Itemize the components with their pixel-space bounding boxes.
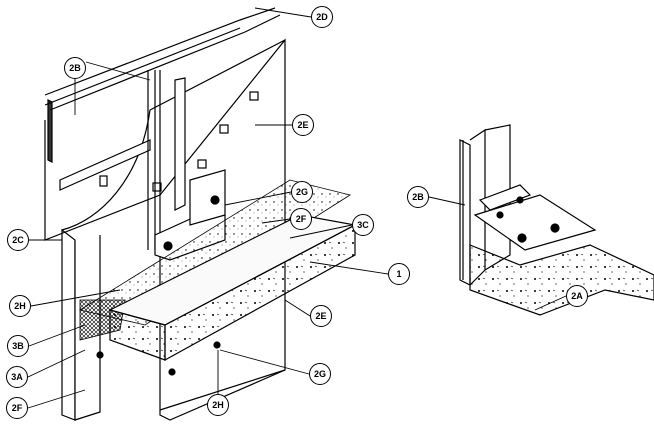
callout-2H: 2H <box>9 295 31 317</box>
callout-3B: 3B <box>7 335 29 357</box>
callout-3A: 3A <box>6 366 28 388</box>
callout-2C: 2C <box>7 229 29 251</box>
right-detail <box>459 124 654 316</box>
callout-2G-bottom: 2G <box>309 363 331 385</box>
callout-2B: 2B <box>64 57 86 79</box>
callout-2F: 2F <box>290 208 312 230</box>
callout-2D: 2D <box>311 6 333 28</box>
callout-3C: 3C <box>352 214 374 236</box>
callout-2G: 2G <box>291 181 313 203</box>
vertical-rail <box>44 7 281 250</box>
leader-lines <box>27 7 567 409</box>
callout-2E-bottom: 2E <box>310 305 332 327</box>
concrete-slab <box>108 214 357 362</box>
callout-2A: 2A <box>566 285 588 307</box>
callout-1: 1 <box>388 263 410 285</box>
callout-2F-bottom: 2F <box>6 397 28 419</box>
callout-2E: 2E <box>292 114 314 136</box>
callout-2B-right: 2B <box>407 186 429 208</box>
small-clips <box>96 91 259 376</box>
callout-2H-bottom: 2H <box>207 394 229 416</box>
